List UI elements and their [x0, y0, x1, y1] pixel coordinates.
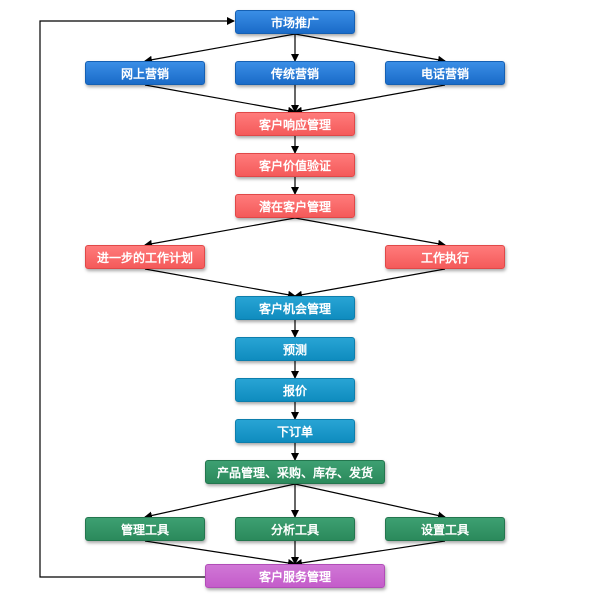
node-product-procurement-inventory-shipping: 产品管理、采购、库存、发货 [205, 460, 385, 484]
node-online-marketing: 网上营销 [85, 61, 205, 85]
arrow-potential-to-plan [144, 217, 296, 248]
arrow-product-to-mgmt-tools [144, 483, 296, 520]
node-quotation: 报价 [235, 378, 355, 402]
node-work-execution: 工作执行 [385, 245, 505, 269]
arrow-plan-to-opportunity [144, 268, 296, 299]
arrow-product-to-settings-tools [294, 483, 446, 520]
node-place-order: 下订单 [235, 419, 355, 443]
arrow-settings-tools-to-service [294, 540, 446, 567]
node-customer-value-verification: 客户价值验证 [235, 153, 355, 177]
node-customer-response-mgmt: 客户响应管理 [235, 112, 355, 136]
node-forecast: 预测 [235, 337, 355, 361]
arrow-promotion-to-phone [294, 33, 446, 64]
arrow-service-loop-to-promotion [39, 17, 235, 578]
node-potential-customer-mgmt: 潜在客户管理 [235, 194, 355, 218]
arrow-promotion-to-online [144, 33, 296, 64]
node-customer-opportunity-mgmt: 客户机会管理 [235, 296, 355, 320]
node-next-step-work-plan: 进一步的工作计划 [85, 245, 205, 269]
node-customer-service-mgmt: 客户服务管理 [205, 564, 385, 588]
node-settings-tools: 设置工具 [385, 517, 505, 541]
arrow-potential-to-execution [294, 217, 446, 248]
node-management-tools: 管理工具 [85, 517, 205, 541]
node-traditional-marketing: 传统营销 [235, 61, 355, 85]
arrow-online-to-response [144, 84, 296, 115]
arrow-execution-to-opportunity [294, 268, 446, 299]
arrow-phone-to-response [294, 84, 446, 115]
node-market-promotion: 市场推广 [235, 10, 355, 34]
arrow-mgmt-tools-to-service [144, 540, 296, 567]
node-analysis-tools: 分析工具 [235, 517, 355, 541]
node-phone-marketing: 电话营销 [385, 61, 505, 85]
